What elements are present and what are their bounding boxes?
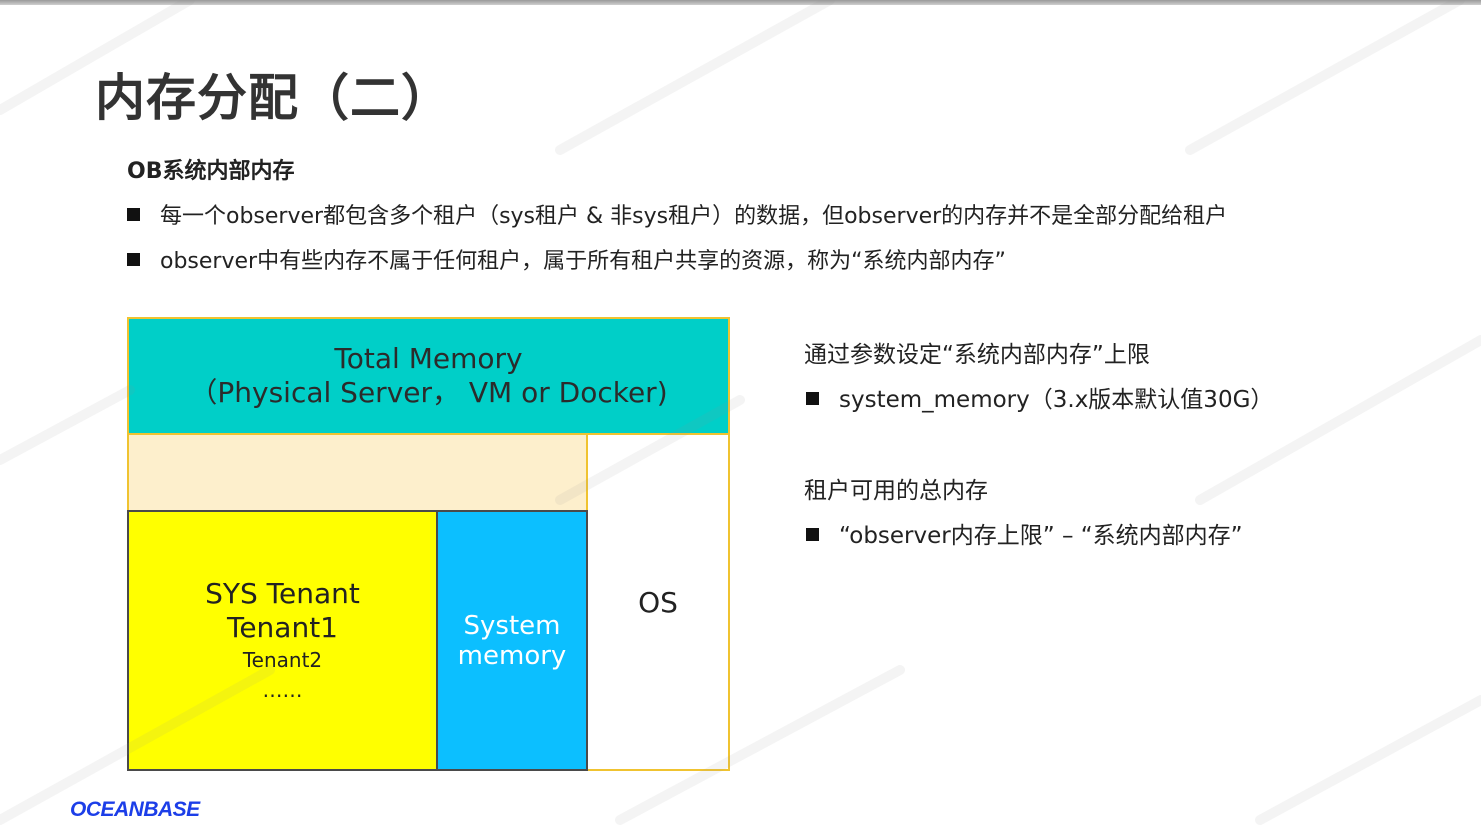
square-bullet-icon — [806, 392, 819, 405]
tenant-label: Tenant2 — [242, 647, 323, 672]
section-subtitle: OB系统内部内存 — [127, 159, 295, 184]
tenant-label: SYS Tenant — [205, 576, 360, 610]
tenant-memory-bullet: “observer内存上限” – “系统内部内存” — [806, 516, 1243, 550]
tenant-box: SYS Tenant Tenant1 Tenant2 …… — [127, 510, 438, 771]
system-memory-label: System — [463, 610, 561, 641]
tenant-memory-heading: 租户可用的总内存 — [804, 478, 988, 504]
parameter-heading: 通过参数设定“系统内部内存”上限 — [804, 342, 1150, 368]
square-bullet-icon — [806, 528, 819, 541]
top-rule — [0, 0, 1481, 5]
total-memory-sublabel: （Physical Server， VM or Docker) — [189, 376, 668, 409]
oceanbase-logo: OCEANBASE — [70, 798, 200, 821]
square-bullet-icon — [127, 208, 140, 221]
bullet-item: observer中有些内存不属于任何租户，属于所有租户共享的资源，称为“系统内部… — [127, 243, 1006, 275]
os-box: OS — [586, 433, 730, 771]
tenant-memory-bullet-text: “observer内存上限” – “系统内部内存” — [839, 523, 1243, 549]
tenant-label: Tenant1 — [226, 610, 338, 644]
tenant-ellipsis: …… — [262, 677, 303, 702]
square-bullet-icon — [127, 253, 140, 266]
bullet-text: observer中有些内存不属于任何租户，属于所有租户共享的资源，称为“系统内部… — [160, 249, 1006, 274]
parameter-bullet: system_memory（3.x版本默认值30G） — [806, 380, 1273, 414]
system-memory-label: memory — [457, 640, 567, 671]
total-memory-label: Total Memory — [334, 342, 523, 375]
memory-diagram: Total Memory （Physical Server， VM or Doc… — [127, 317, 730, 771]
parameter-bullet-text: system_memory（3.x版本默认值30G） — [839, 387, 1274, 413]
total-memory-box: Total Memory （Physical Server， VM or Doc… — [127, 317, 730, 435]
bullet-text: 每一个observer都包含多个租户（sys租户 & 非sys租户）的数据，但o… — [160, 204, 1228, 229]
reserved-memory-box — [127, 433, 588, 512]
bullet-item: 每一个observer都包含多个租户（sys租户 & 非sys租户）的数据，但o… — [127, 198, 1227, 230]
system-memory-box: System memory — [436, 510, 588, 771]
page-title: 内存分配（二） — [95, 69, 452, 127]
os-label: OS — [638, 585, 678, 619]
